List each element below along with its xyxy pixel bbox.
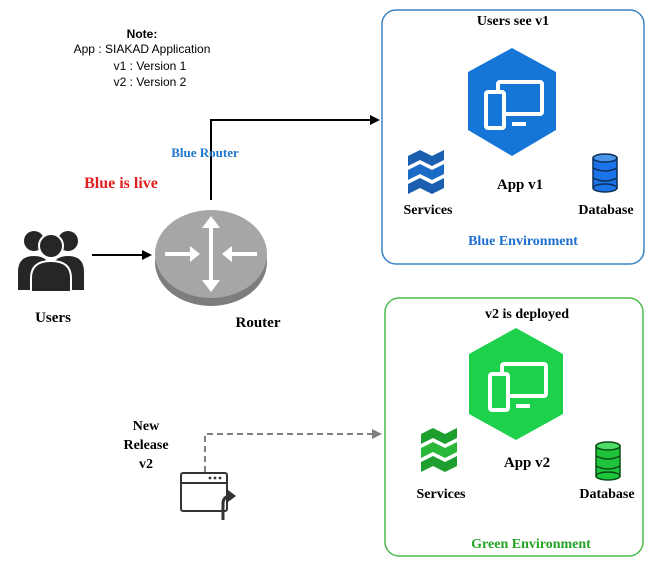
green-environment: v2 is deployed App v2 Services Database …	[384, 297, 644, 557]
services-icon	[408, 150, 444, 194]
users-label: Users	[35, 310, 71, 326]
router-label: Router	[236, 315, 281, 331]
router-icon	[155, 210, 267, 306]
router-to-blue-arrow	[210, 115, 380, 200]
blue-database-label: Database	[578, 203, 633, 218]
blue-services-label: Services	[404, 203, 454, 218]
note-title: Note:	[127, 27, 158, 41]
database-icon	[592, 153, 618, 193]
blue-router-label: Blue Router	[171, 145, 239, 160]
green-environment-label: Green Environment	[471, 537, 591, 552]
green-env-header: v2 is deployed	[485, 307, 569, 322]
blue-is-live-label: Blue is live	[84, 175, 158, 192]
note-line-app: App : SIAKAD Application	[74, 42, 211, 56]
release-window-icon	[180, 472, 236, 520]
new-release-line-2: Release	[123, 438, 168, 453]
green-database-label: Database	[579, 487, 634, 502]
app-v1-label: App v1	[497, 177, 543, 193]
app-v2-label: App v2	[504, 455, 550, 471]
users-icon	[18, 231, 84, 293]
database-icon	[595, 441, 621, 481]
app-v2-icon	[469, 328, 563, 440]
blue-env-header: Users see v1	[477, 14, 549, 29]
new-release-line-3: v2	[139, 457, 153, 472]
blue-environment-label: Blue Environment	[468, 234, 578, 249]
note-line-v1: v1 : Version 1	[114, 59, 187, 73]
green-services-label: Services	[417, 487, 467, 502]
release-to-green-arrow	[204, 429, 382, 472]
new-release-line-1: New	[133, 419, 160, 434]
app-v1-icon	[468, 48, 556, 156]
note: Note: App : SIAKAD Application v1 : Vers…	[74, 27, 211, 89]
blue-environment: Users see v1 App v1 Services Database Bl…	[381, 9, 645, 265]
note-line-v2: v2 : Version 2	[114, 75, 187, 89]
services-icon	[421, 428, 457, 472]
